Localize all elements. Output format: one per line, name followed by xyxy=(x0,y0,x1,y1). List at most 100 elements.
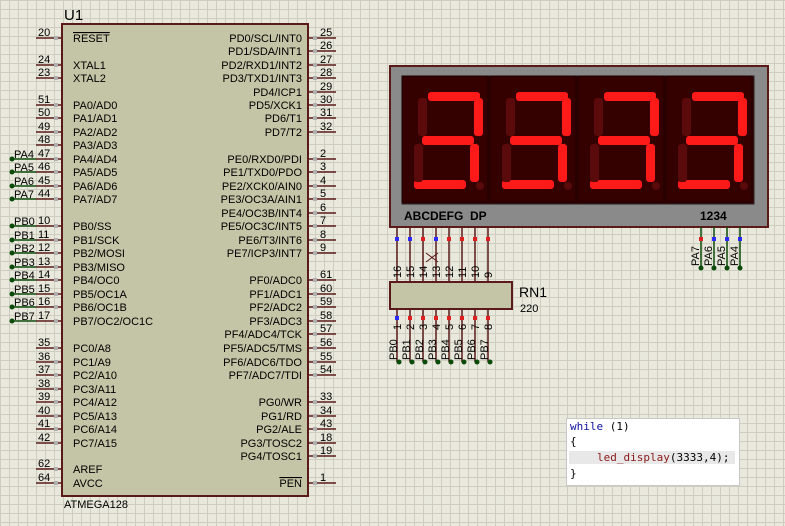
segment-wire-7[interactable]: 10 xyxy=(470,227,482,282)
common-pin-pa7[interactable]: PA7 xyxy=(690,227,704,271)
rn1-body[interactable] xyxy=(389,281,513,310)
net-label-pb0[interactable]: PB0 xyxy=(9,216,37,229)
rn1-pin-number: 2 xyxy=(405,324,417,330)
net-label-pb6[interactable]: PB6 xyxy=(9,297,37,310)
segment-wire-8[interactable]: 9 xyxy=(483,227,495,282)
pin-name: PA4/AD4 xyxy=(73,154,117,166)
segment-wire-2[interactable]: 15 xyxy=(405,227,417,282)
common-pin-pa5[interactable]: PA5 xyxy=(716,227,730,271)
code-editor-popup[interactable]: while (1) { led_display(3333,4); } xyxy=(566,418,740,486)
net-label-pb1[interactable]: PB1 xyxy=(9,230,37,243)
net-label-pb5[interactable]: PB5 xyxy=(9,284,37,297)
net-label-pa5[interactable]: PA5 xyxy=(9,162,37,175)
common-pin-pa4[interactable]: PA4 xyxy=(729,227,743,271)
common-pin-pa6[interactable]: PA6 xyxy=(703,227,717,271)
net-label-pa4[interactable]: PA4 xyxy=(9,149,37,162)
segment-wire-3[interactable]: 14 xyxy=(418,227,430,282)
segment-wire-5[interactable]: 12 xyxy=(444,227,456,282)
net-label-pb7[interactable]: PB7 xyxy=(9,311,37,324)
code-line-3[interactable]: led_display(3333,4); xyxy=(569,451,735,464)
mcu-body[interactable] xyxy=(61,23,309,497)
wire-cross xyxy=(425,252,439,263)
segment-wire-1[interactable]: 16 xyxy=(392,227,404,282)
net-label-pa7[interactable]: PA7 xyxy=(9,189,37,202)
segment-wire-6[interactable]: 11 xyxy=(457,227,469,282)
net-label-pb3[interactable]: PB3 xyxy=(9,257,37,270)
segment-wire-4[interactable]: 13 xyxy=(431,227,443,282)
pin-name: PB0/SS xyxy=(73,221,112,233)
net-label-pb4[interactable]: PB4 xyxy=(9,270,37,283)
net-label-pa6[interactable]: PA6 xyxy=(9,176,37,189)
net-label-pb2[interactable]: PB2 xyxy=(9,243,37,256)
